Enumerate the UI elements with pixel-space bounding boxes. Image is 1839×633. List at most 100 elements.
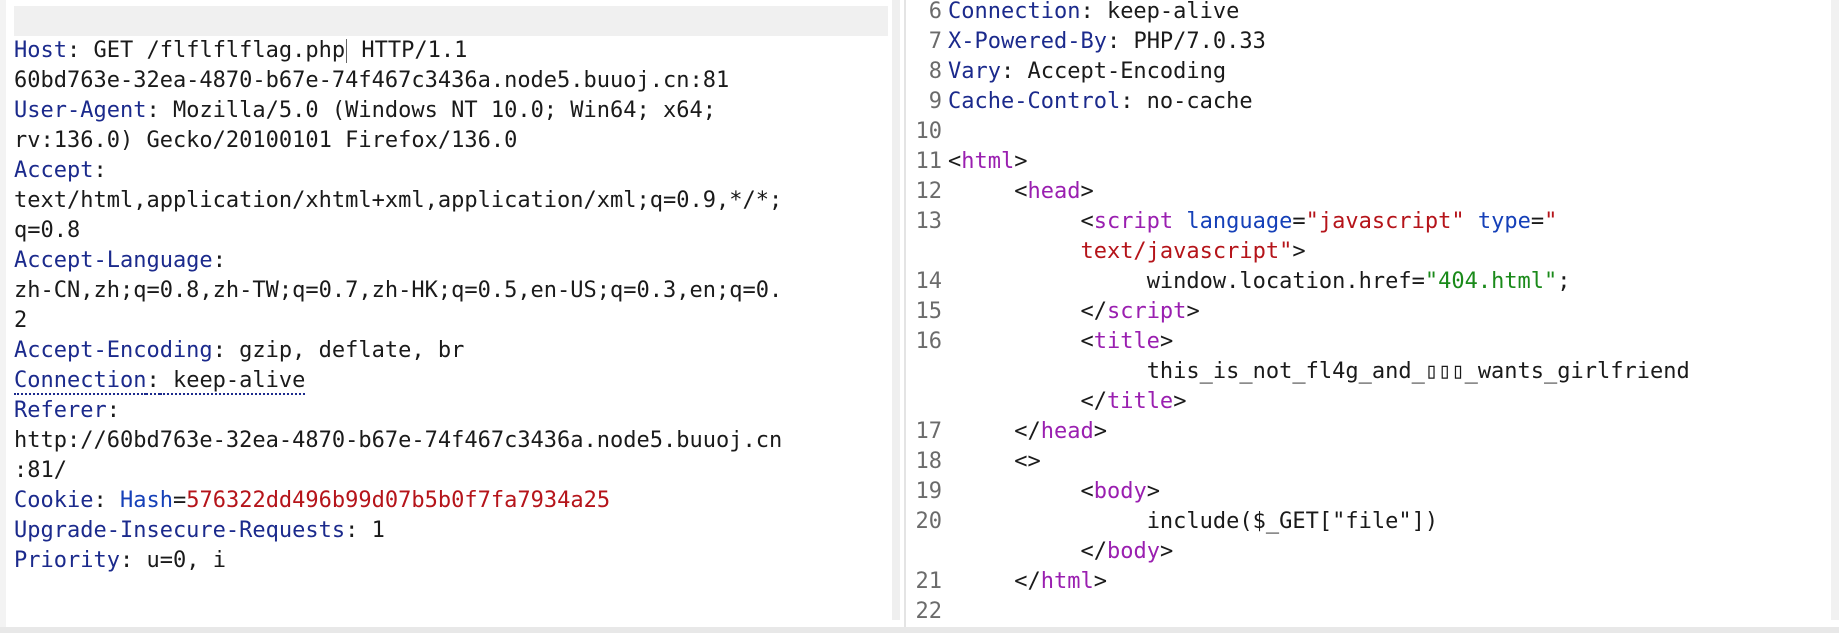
- response-line[interactable]: 18 <>: [906, 447, 1829, 477]
- response-line[interactable]: 11<html>: [906, 147, 1829, 177]
- header-name: Connection: [948, 0, 1081, 24]
- line-content: <head>: [948, 177, 1829, 207]
- indent: [948, 419, 1014, 444]
- request-protocol: HTTP/1.1: [348, 38, 468, 63]
- indent: [948, 329, 1080, 354]
- line-content: </head>: [948, 417, 1829, 447]
- request-header-line[interactable]: User-Agent: Mozilla/5.0 (Windows NT 10.0…: [14, 96, 888, 126]
- indent: [948, 389, 1080, 414]
- header-name: Priority: [14, 548, 120, 573]
- request-header-line[interactable]: 60bd763e-32ea-4870-b67e-74f467c3436a.nod…: [14, 66, 888, 96]
- attr-equals: =: [1530, 209, 1545, 234]
- text-cursor: [346, 39, 348, 63]
- line-number: 19: [915, 479, 943, 504]
- request-header-line[interactable]: Upgrade-Insecure-Requests: 1: [14, 516, 888, 546]
- indent: [948, 359, 1147, 384]
- header-separator: :: [93, 158, 107, 183]
- request-header-line[interactable]: Host:: [14, 36, 888, 66]
- request-header-line[interactable]: zh-CN,zh;q=0.8,zh-TW;q=0.7,zh-HK;q=0.5,e…: [14, 276, 888, 306]
- tag-bracket: >: [1186, 299, 1200, 324]
- header-separator: :: [106, 398, 120, 423]
- request-lines[interactable]: GET /flflflflag.php HTTP/1.1 Host:60bd76…: [14, 6, 888, 576]
- header-value: http://60bd763e-32ea-4870-b67e-74f467c34…: [14, 428, 783, 453]
- request-cookie-line[interactable]: Cookie: Hash=576322dd496b99d07b5b0f7fa79…: [14, 486, 888, 516]
- request-header-line[interactable]: Connection: keep-alive: [14, 366, 888, 396]
- request-editor-pane[interactable]: GET /flflflflag.php HTTP/1.1 Host:60bd76…: [0, 0, 906, 633]
- request-line[interactable]: GET /flflflflag.php HTTP/1.1: [14, 6, 888, 63]
- request-scrollbar[interactable]: [892, 0, 900, 620]
- line-content: <title> this_is_not_fl4g_and_▯▯▯_wants_g…: [948, 327, 1829, 417]
- line-number: 7: [928, 29, 942, 54]
- tag-bracket: >: [1080, 179, 1094, 204]
- response-line[interactable]: 15 </script>: [906, 297, 1829, 327]
- request-header-line[interactable]: http://60bd763e-32ea-4870-b67e-74f467c34…: [14, 426, 888, 456]
- line-number: 20: [915, 509, 943, 534]
- indent: [948, 239, 1080, 264]
- cookie-key: Hash: [119, 488, 173, 513]
- line-content: <>: [948, 447, 1829, 477]
- js-string: "404.html": [1424, 269, 1558, 294]
- response-line[interactable]: 19 <body>: [906, 477, 1829, 507]
- header-separator: :: [345, 518, 359, 543]
- header-value: gzip, deflate, br: [225, 338, 465, 363]
- header-name: Cookie: [14, 488, 94, 513]
- response-line[interactable]: 14 window.location.href="404.html";: [906, 267, 1829, 297]
- response-line[interactable]: 21 </html>: [906, 567, 1829, 597]
- line-content: Connection: keep-alive: [948, 0, 1829, 27]
- empty-tag: <>: [1014, 449, 1041, 474]
- bottom-status-bar: [0, 627, 1839, 633]
- header-value: : PHP/7.0.33: [1106, 29, 1266, 54]
- tag-name: body: [1106, 539, 1160, 564]
- line-content: Cache-Control: no-cache: [948, 87, 1829, 117]
- tag-bracket: </: [1080, 539, 1107, 564]
- pane-divider-handle[interactable]: [904, 0, 907, 633]
- response-line[interactable]: 16 <title> this_is_not_fl4g_and_▯▯▯_want…: [906, 327, 1829, 417]
- tag-bracket: <: [1014, 179, 1028, 204]
- response-line[interactable]: 12 <head>: [906, 177, 1829, 207]
- request-header-line[interactable]: 2: [14, 306, 888, 336]
- response-line[interactable]: 17 </head>: [906, 417, 1829, 447]
- header-name: Accept-Language: [14, 248, 213, 273]
- response-line[interactable]: 20 include($_GET["file"]) </body>: [906, 507, 1829, 567]
- header-value: : Accept-Encoding: [1000, 59, 1227, 84]
- request-header-line[interactable]: rv:136.0) Gecko/20100101 Firefox/136.0: [14, 126, 888, 156]
- header-name: Vary: [948, 59, 1001, 84]
- indent: [948, 449, 1014, 474]
- line-content: Vary: Accept-Encoding: [948, 57, 1829, 87]
- tag-name: html: [1040, 569, 1094, 594]
- request-header-line[interactable]: Referer:: [14, 396, 888, 426]
- request-header-line[interactable]: Accept:: [14, 156, 888, 186]
- attr-name: language: [1173, 209, 1293, 234]
- line-number: 15: [915, 299, 943, 324]
- header-separator: :: [93, 488, 120, 513]
- request-header-line[interactable]: Accept-Language:: [14, 246, 888, 276]
- request-header-line[interactable]: Accept-Encoding: gzip, deflate, br: [14, 336, 888, 366]
- response-line[interactable]: 13 <script language="javascript" type=" …: [906, 207, 1829, 267]
- header-name: Accept: [14, 158, 94, 183]
- header-value: keep-alive: [159, 368, 306, 395]
- response-line[interactable]: 22: [906, 597, 1829, 627]
- response-scrollbar[interactable]: [1831, 0, 1839, 620]
- line-number: 18: [915, 449, 943, 474]
- request-header-line[interactable]: :81/: [14, 456, 888, 486]
- attr-equals: =: [1292, 209, 1306, 234]
- tag-name: script: [1093, 209, 1174, 234]
- line-number: 13: [915, 209, 943, 234]
- response-line[interactable]: 10: [906, 117, 1829, 147]
- tag-bracket: >: [1173, 389, 1187, 414]
- request-header-line[interactable]: text/html,application/xhtml+xml,applicat…: [14, 186, 888, 216]
- request-header-line[interactable]: q=0.8: [14, 216, 888, 246]
- cookie-value: 576322dd496b99d07b5b0f7fa7934a25: [186, 488, 611, 513]
- line-number: 10: [915, 119, 943, 144]
- header-name: Referer: [14, 398, 107, 423]
- tag-name: script: [1106, 299, 1187, 324]
- tag-bracket: >: [1159, 539, 1174, 564]
- request-header-line[interactable]: Priority: u=0, i: [14, 546, 888, 576]
- tag-bracket: <: [1080, 209, 1094, 234]
